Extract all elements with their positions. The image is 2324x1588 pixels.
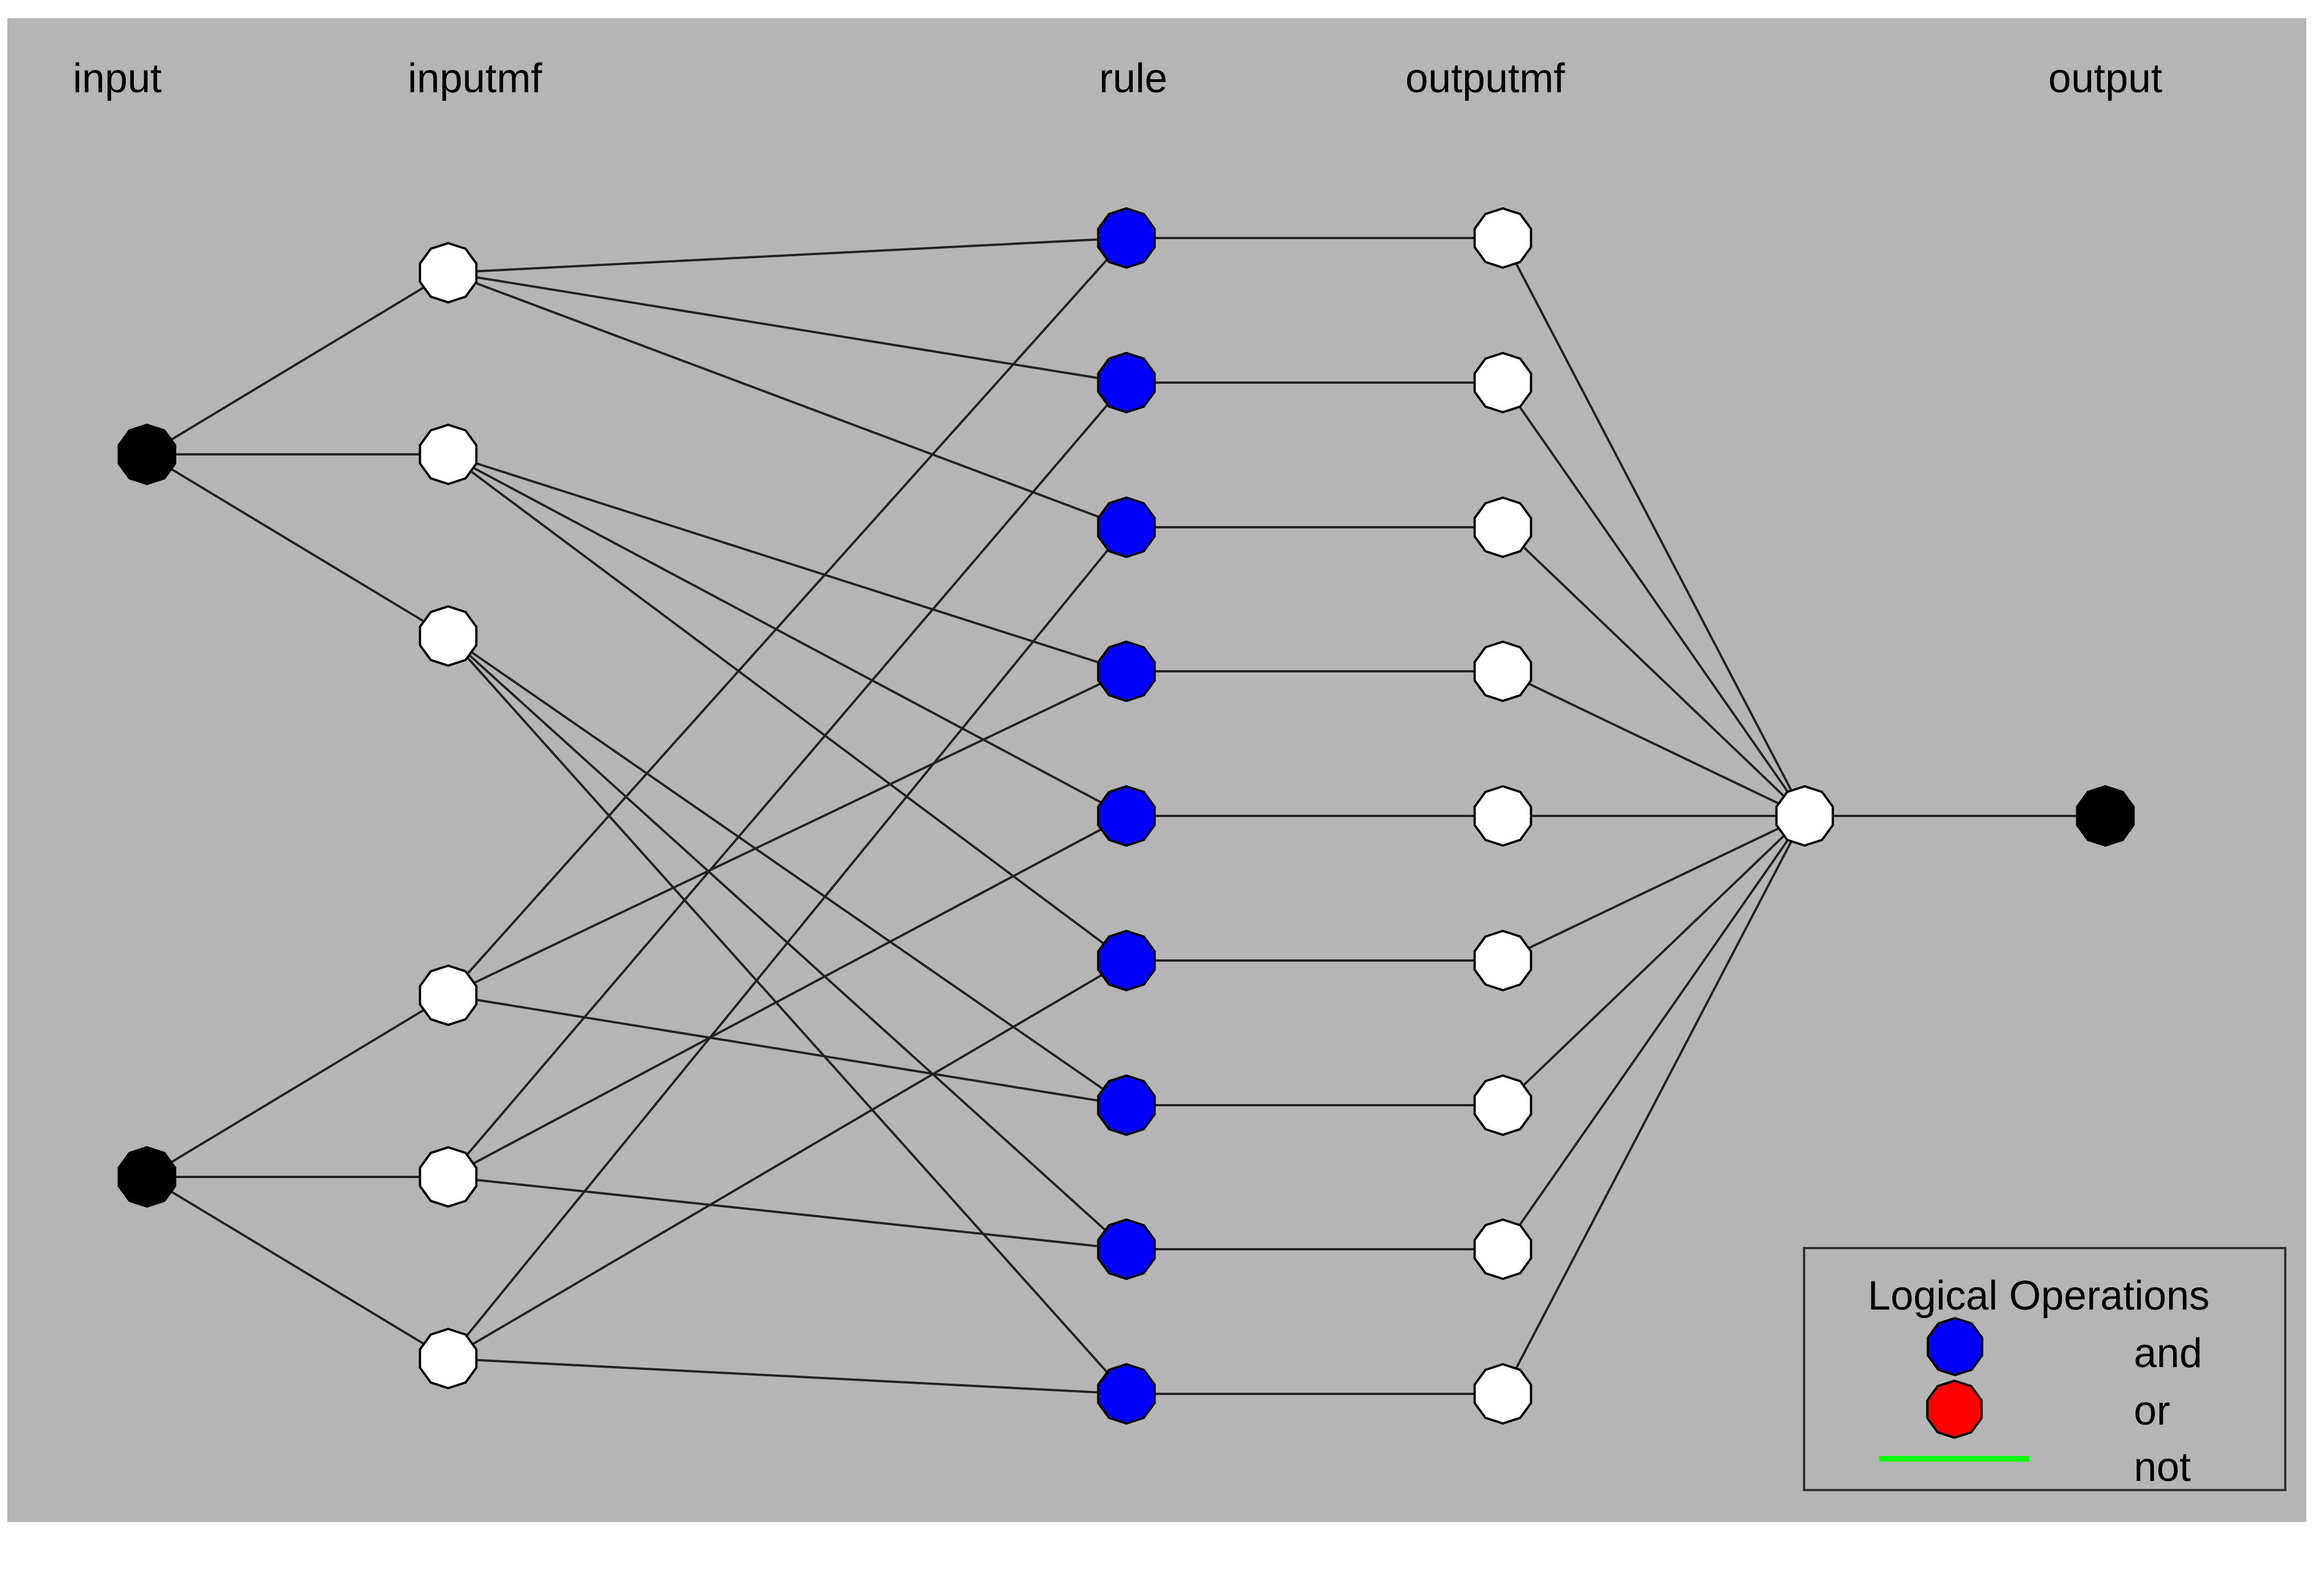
node-outputmf6-outputmf (1473, 929, 1532, 992)
edge-inputmf1-rule1 (448, 237, 1127, 274)
node-inputmf2-inputmf (419, 423, 478, 486)
edge-outputmf7-aggregate (1502, 815, 1806, 1106)
edges-layer (146, 237, 2105, 1395)
edge-input1-inputmf1 (146, 272, 449, 456)
node-outputmf1-outputmf (1473, 207, 1532, 269)
edge-inputmf6-rule9 (448, 1357, 1127, 1395)
column-label-outputmf: outputmf (1405, 56, 1565, 101)
node-outputmf9-outputmf (1473, 1363, 1532, 1425)
column-label-input: input (73, 56, 162, 101)
node-rule2-rule-and (1097, 351, 1156, 414)
node-rule1-rule-and (1097, 207, 1156, 269)
edge-inputmf2-rule4 (448, 453, 1127, 672)
column-label-inputmf: inputmf (408, 56, 543, 101)
legend-marker-and-node-icon (1927, 1316, 1983, 1377)
edge-inputmf5-rule2 (447, 381, 1128, 1178)
node-inputmf1-inputmf (419, 241, 478, 304)
legend-label-not: not (2134, 1445, 2191, 1490)
edge-inputmf2-rule5 (448, 453, 1127, 817)
node-input1-input (117, 423, 177, 486)
node-outputmf7-outputmf (1473, 1074, 1532, 1136)
edge-outputmf1-aggregate (1502, 237, 1806, 816)
edge-input2-inputmf4 (146, 994, 449, 1178)
edge-inputmf4-rule7 (448, 994, 1127, 1106)
legend-label-or: or (2134, 1388, 2170, 1434)
edge-inputmf6-rule6 (447, 959, 1128, 1360)
node-rule5-rule-and (1097, 785, 1156, 847)
node-outputmf4-outputmf (1473, 640, 1532, 703)
node-rule4-rule-and (1097, 640, 1156, 703)
node-rule9-rule-and (1097, 1363, 1156, 1425)
edge-inputmf5-rule8 (448, 1176, 1127, 1250)
edge-inputmf3-rule9 (447, 635, 1128, 1395)
node-outputmf5-outputmf (1473, 785, 1532, 847)
column-labels: input inputmf rule outputmf output (73, 56, 2162, 101)
edge-outputmf3-aggregate (1502, 526, 1806, 817)
node-inputmf3-inputmf (419, 605, 478, 667)
edge-inputmf6-rule3 (447, 526, 1128, 1360)
column-label-rule: rule (1099, 56, 1167, 101)
edge-outputmf2-aggregate (1502, 381, 1806, 817)
node-outputmf3-outputmf (1473, 496, 1532, 559)
node-inputmf5-inputmf (419, 1146, 478, 1208)
node-outputmf8-outputmf (1473, 1218, 1532, 1281)
edge-inputmf5-rule5 (448, 815, 1127, 1178)
edge-inputmf4-rule4 (448, 670, 1127, 996)
edge-outputmf4-aggregate (1502, 670, 1805, 817)
node-inputmf4-inputmf (419, 964, 478, 1027)
legend: Logical Operations and or not (1803, 1247, 2286, 1491)
node-outputmf2-outputmf (1473, 351, 1532, 414)
figure-panel (7, 18, 2306, 1522)
edge-inputmf4-rule1 (447, 237, 1128, 996)
node-rule3-rule-and (1097, 496, 1156, 559)
legend-marker-or-node-icon (1926, 1379, 1983, 1439)
node-aggregate-output-agg (1775, 785, 1834, 847)
node-inputmf6-inputmf (419, 1327, 478, 1390)
legend-title: Logical Operations (1868, 1273, 2210, 1319)
legend-label-and: and (2134, 1331, 2202, 1376)
legend-box (1803, 1247, 2286, 1491)
edge-outputmf9-aggregate (1502, 815, 1806, 1394)
nodes-layer (117, 207, 2135, 1425)
node-rule7-rule-and (1097, 1074, 1156, 1136)
node-rule8-rule-and (1097, 1218, 1156, 1281)
edge-outputmf6-aggregate (1502, 815, 1805, 962)
edge-outputmf8-aggregate (1502, 815, 1806, 1250)
node-output1-output (2076, 785, 2135, 847)
edge-input1-inputmf3 (146, 453, 449, 637)
node-rule6-rule-and (1097, 929, 1156, 992)
node-input2-input (117, 1146, 177, 1208)
column-label-output: output (2048, 56, 2162, 101)
edge-input2-inputmf6 (146, 1176, 449, 1360)
edge-inputmf1-rule3 (448, 272, 1127, 528)
